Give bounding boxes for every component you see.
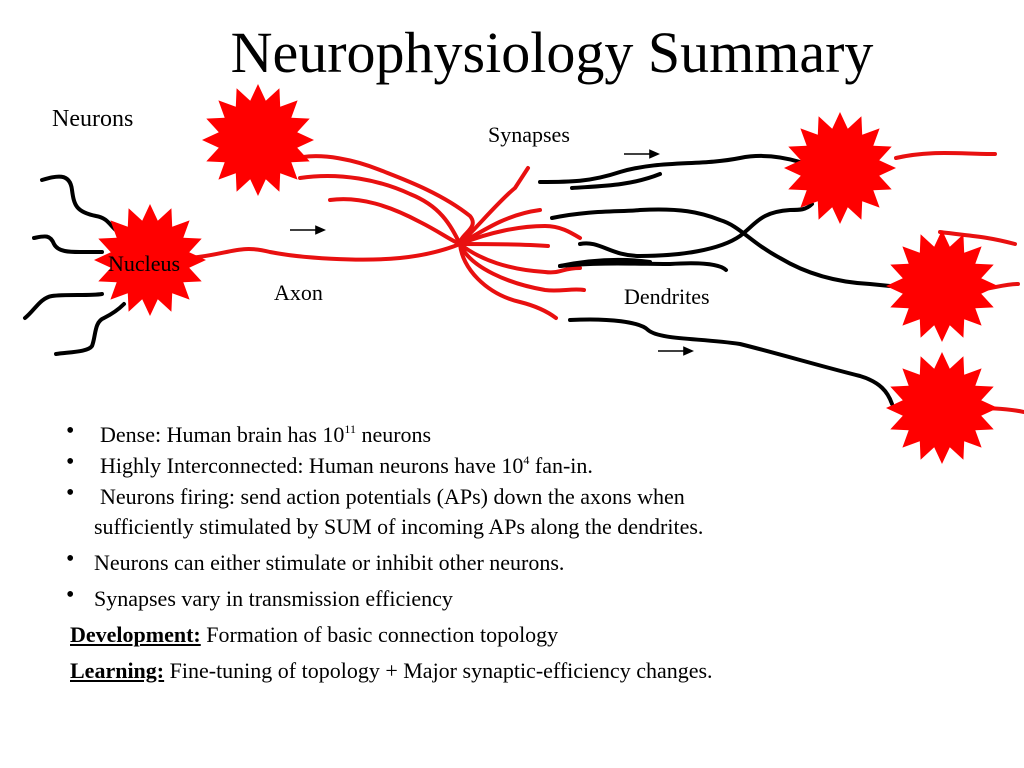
bullet-text: Neurons firing: send action potentials (… <box>100 484 685 509</box>
neuron-body-top <box>202 84 314 196</box>
arrow-dendrites <box>658 346 694 356</box>
definition-learning: Learning: Fine-tuning of topology + Majo… <box>70 656 713 686</box>
neuron-body-right-1 <box>784 112 896 224</box>
list-item: • Neurons firing: send action potentials… <box>66 480 986 542</box>
label-synapses: Synapses <box>488 122 570 147</box>
label-neurons: Neurons <box>52 106 134 132</box>
bullet-text: Neurons can either stimulate or inhibit … <box>94 550 565 575</box>
arrow-axon <box>290 225 326 235</box>
bullet-icon: • <box>66 582 75 608</box>
list-item: • Highly Interconnected: Human neurons h… <box>66 449 986 482</box>
right-dendrites <box>538 153 894 406</box>
definition-term: Learning: <box>70 658 165 683</box>
bullet-text: Dense: Human brain has 10 <box>100 422 345 447</box>
left-neuron-dendrites <box>23 174 126 356</box>
bullet-list: • Dense: Human brain has 1011 neurons • … <box>66 418 986 614</box>
list-item: • Dense: Human brain has 1011 neurons <box>66 418 986 451</box>
bullet-icon: • <box>66 480 75 506</box>
neuron-body-left <box>94 204 206 316</box>
list-item: • Neurons can either stimulate or inhibi… <box>66 546 986 578</box>
neuron-bodies <box>94 84 998 464</box>
bullet-icon: • <box>66 546 75 572</box>
bullet-text-continued: sufficiently stimulated by SUM of incomi… <box>94 514 704 539</box>
list-item: • Synapses vary in transmission efficien… <box>66 582 986 614</box>
neuron-body-right-3 <box>886 352 998 464</box>
signal-arrows <box>290 149 694 356</box>
definition-term: Development: <box>70 622 201 647</box>
exponent: 4 <box>523 453 530 467</box>
definition-text: Formation of basic connection topology <box>200 622 559 647</box>
bullet-text: Highly Interconnected: Human neurons hav… <box>100 453 524 478</box>
definition-text: Fine-tuning of topology + Major synaptic… <box>164 658 713 683</box>
page-title: Neurophysiology Summary <box>230 20 874 85</box>
neuron-body-right-2 <box>886 230 998 342</box>
label-nucleus: Nucleus <box>108 251 181 276</box>
arrow-synapses <box>624 149 660 159</box>
bullet-icon: • <box>66 418 75 444</box>
bullet-text-end: neurons <box>355 422 432 447</box>
bullet-text-end: fan-in. <box>529 453 593 478</box>
label-axon: Axon <box>274 280 323 305</box>
exponent: 11 <box>344 422 356 436</box>
bullet-text: Synapses vary in transmission efficiency <box>94 586 453 611</box>
label-dendrites: Dendrites <box>624 284 710 309</box>
bullet-icon: • <box>66 449 75 475</box>
definition-development: Development: Formation of basic connecti… <box>70 620 558 650</box>
